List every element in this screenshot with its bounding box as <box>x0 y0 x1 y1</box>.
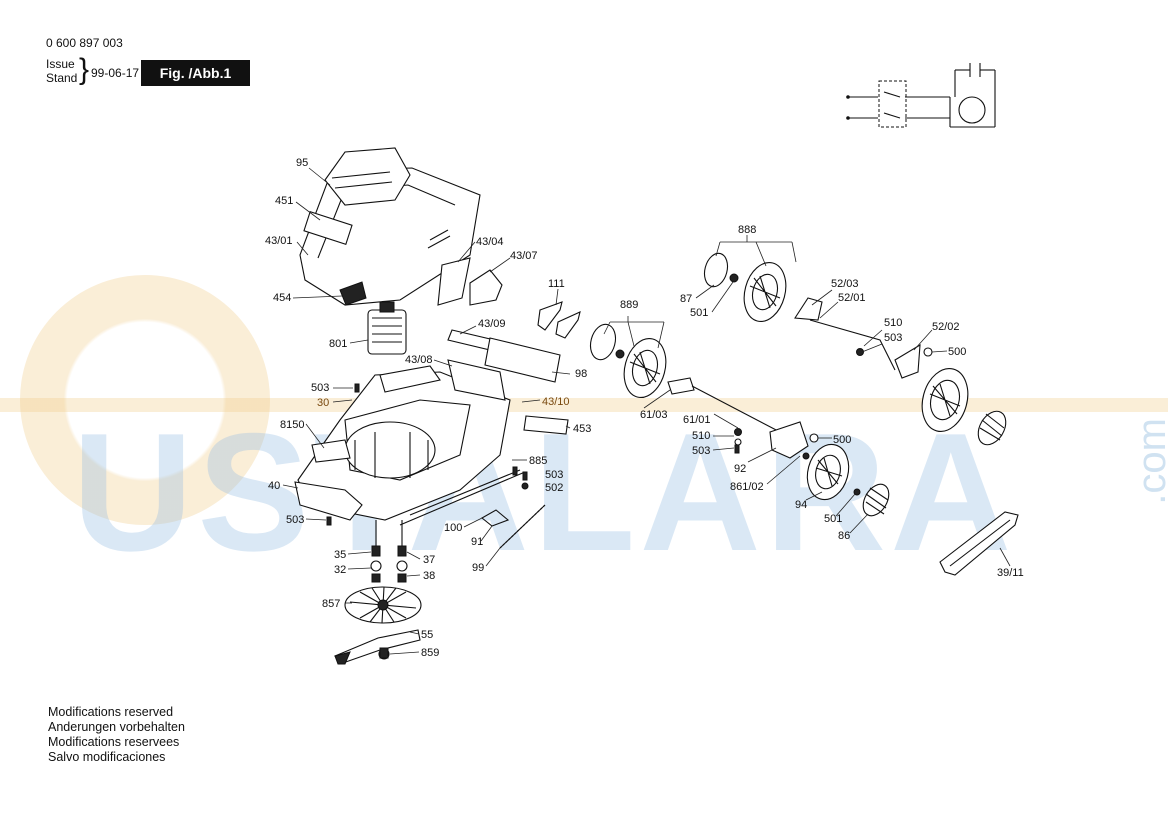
label-95: 95 <box>296 157 308 169</box>
leader-lines <box>282 167 1011 655</box>
label-61-01: 61/01 <box>683 414 711 426</box>
part-labels: 95 451 43/01 43/04 43/07 454 111 801 43/… <box>265 157 1024 659</box>
wheel-right-upper <box>921 368 1007 446</box>
label-502: 502 <box>545 482 563 494</box>
front-axle <box>667 377 781 446</box>
label-43-01: 43/01 <box>265 235 293 247</box>
label-857: 857 <box>322 598 340 610</box>
label-8150: 8150 <box>280 419 304 431</box>
label-87: 87 <box>680 293 692 305</box>
issue-label: Issue <box>46 57 75 71</box>
stand-label: Stand <box>46 71 78 85</box>
label-35: 35 <box>334 549 346 561</box>
label-503-b: 503 <box>545 469 563 481</box>
watermark-band <box>0 398 1168 412</box>
label-500-b: 500 <box>833 434 851 446</box>
label-888: 888 <box>738 224 756 236</box>
label-39-11: 39/11 <box>997 567 1024 579</box>
label-99: 99 <box>472 562 484 574</box>
wheel-bracket-92 <box>769 421 819 460</box>
height-adjuster <box>794 297 933 379</box>
label-503-d: 503 <box>884 332 902 344</box>
label-454: 454 <box>273 292 291 304</box>
label-100: 100 <box>444 522 462 534</box>
label-52-02: 52/02 <box>932 321 960 333</box>
label-43-10: 43/10 <box>542 396 570 408</box>
small-screws <box>326 383 740 659</box>
label-43-04: 43/04 <box>476 236 504 248</box>
label-94: 94 <box>795 499 807 511</box>
label-37: 37 <box>423 554 435 566</box>
clip-91 <box>481 509 510 527</box>
rear-wheel-left <box>589 323 667 398</box>
label-92: 92 <box>734 463 746 475</box>
label-451: 451 <box>275 195 293 207</box>
screw-stack <box>370 520 408 583</box>
issue-date: 99-06-17 <box>91 66 140 80</box>
label-32: 32 <box>334 564 346 576</box>
fan-857 <box>344 586 422 624</box>
label-859: 859 <box>421 647 439 659</box>
circuit-schematic <box>846 63 996 128</box>
label-501-a: 501 <box>690 307 708 319</box>
front-wheel-888 <box>703 252 787 322</box>
label-503-a: 503 <box>311 382 329 394</box>
spring-99 <box>499 504 546 549</box>
label-98: 98 <box>575 368 587 380</box>
notice-line-de: Anderungen vorbehalten <box>48 720 185 734</box>
label-43-08: 43/08 <box>405 354 433 366</box>
label-889: 889 <box>620 299 638 311</box>
label-500-a: 500 <box>948 346 966 358</box>
label-801: 801 <box>329 338 347 350</box>
label-885: 885 <box>529 455 547 467</box>
deck-chassis <box>294 359 511 521</box>
label-43-09: 43/09 <box>478 318 506 330</box>
label-55: 55 <box>421 629 433 641</box>
label-453: 453 <box>573 423 591 435</box>
label-510-b: 510 <box>692 430 710 442</box>
label-111: 111 <box>548 278 565 290</box>
label-503-e: 503 <box>692 445 710 457</box>
notice-line-fr: Modifications reservees <box>48 735 180 749</box>
label-510-a: 510 <box>884 317 902 329</box>
part-number: 0 600 897 003 <box>46 36 123 50</box>
wheel-94 <box>806 443 890 517</box>
grass-plates <box>447 329 569 435</box>
watermark-circle <box>20 275 270 525</box>
issue-labels: Issue Stand <box>46 57 77 85</box>
label-61-03: 61/03 <box>640 409 668 421</box>
label-40: 40 <box>268 480 280 492</box>
handle-39-11 <box>939 511 1019 576</box>
brackets-111 <box>537 301 581 339</box>
brace-glyph: } <box>79 53 90 86</box>
side-panels <box>437 257 503 306</box>
label-52-03: 52/03 <box>831 278 859 290</box>
notice-line-en: Modifications reserved <box>48 705 174 719</box>
label-38: 38 <box>423 570 435 582</box>
figure-label: Fig. /Abb.1 <box>141 60 250 86</box>
rear-axle <box>399 469 526 526</box>
label-30: 30 <box>317 397 329 409</box>
modifications-notice: Modifications reserved Anderungen vorbeh… <box>48 705 185 765</box>
label-503-c: 503 <box>286 514 304 526</box>
label-52-01: 52/01 <box>838 292 866 304</box>
label-43-07: 43/07 <box>510 250 538 262</box>
housing-cover <box>299 147 481 306</box>
label-501-b: 501 <box>824 513 842 525</box>
blade-55 <box>334 629 421 665</box>
notice-line-es: Salvo modificaciones <box>48 750 166 764</box>
label-861-02: 861/02 <box>730 481 764 493</box>
label-86: 86 <box>838 530 850 542</box>
motor <box>367 301 407 355</box>
label-91: 91 <box>471 536 483 548</box>
